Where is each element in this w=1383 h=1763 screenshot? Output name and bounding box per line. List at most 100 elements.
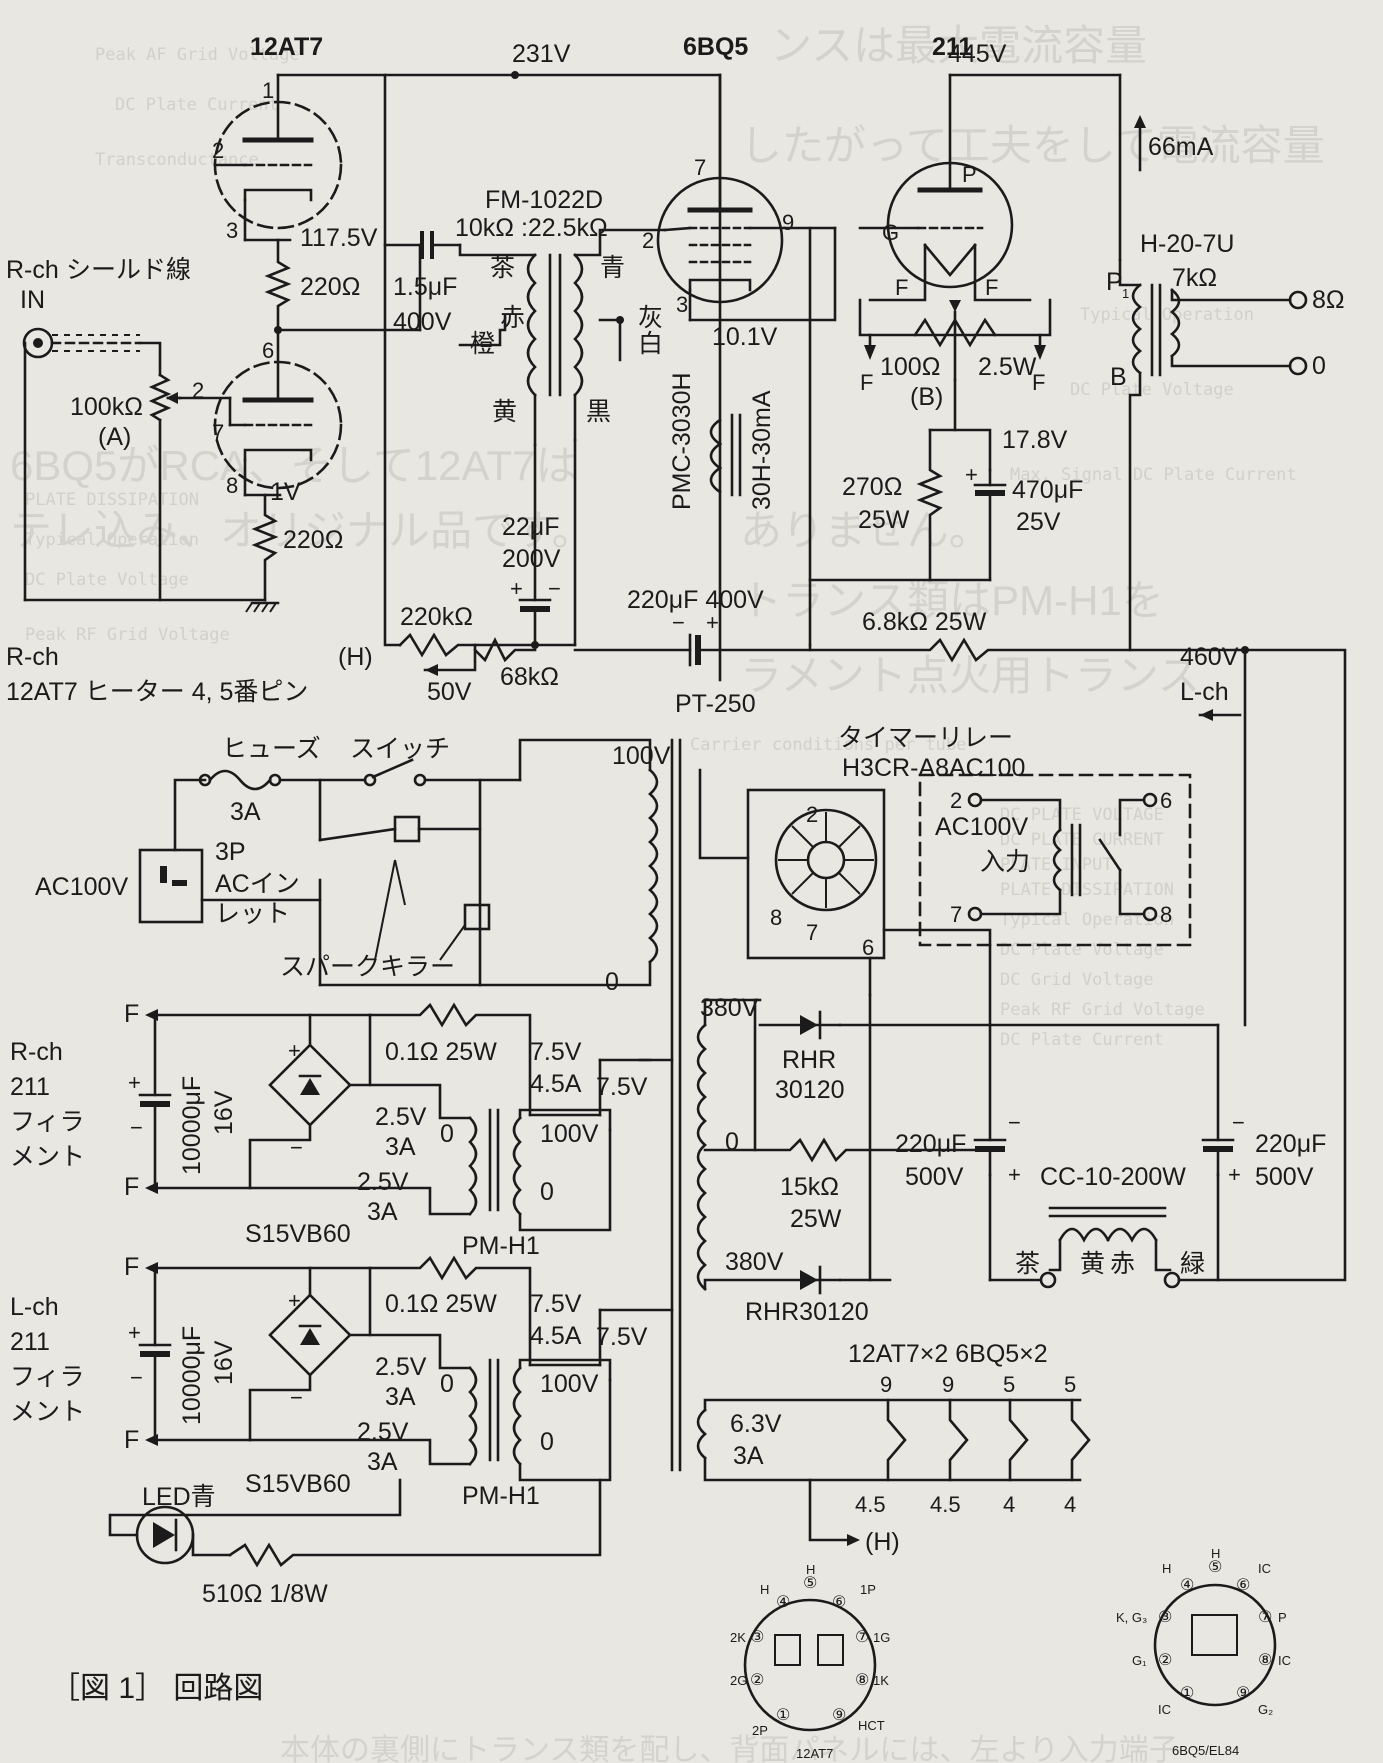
fil-r-2-5v-b: 2.5V <box>357 1168 409 1196</box>
bg-row: DC Plate Current <box>115 95 279 115</box>
svg-text:⑧: ⑧ <box>855 1672 869 1689</box>
svg-text:2: 2 <box>806 802 818 827</box>
svg-text:G₁: G₁ <box>1132 1653 1147 1668</box>
pt-primary-icon <box>648 768 659 964</box>
bridge-l-name: S15VB60 <box>245 1470 351 1498</box>
svg-text:3: 3 <box>676 292 688 317</box>
fil-r-4-5a: 4.5A <box>530 1070 582 1098</box>
pin7-label: 7 <box>212 420 224 445</box>
rhr-diode-b: RHR30120 <box>745 1298 869 1326</box>
svg-text:1G: 1G <box>873 1630 890 1645</box>
svg-text:6: 6 <box>862 935 874 960</box>
svg-text:−: − <box>1008 1110 1021 1135</box>
socket-12at7-label: 12AT7 <box>796 1746 833 1761</box>
choke2-icon-a <box>1058 1227 1110 1243</box>
resistor-0-1-r <box>368 1002 532 1117</box>
svg-text:⑤: ⑤ <box>803 1575 817 1592</box>
fil-r-100v: 100V <box>540 1120 599 1148</box>
choke-icon <box>709 418 723 494</box>
heater-h-label: (H) <box>338 643 373 671</box>
svg-text:F: F <box>860 370 873 395</box>
svg-text:IC: IC <box>1278 1653 1291 1668</box>
svg-text:1: 1 <box>1122 286 1129 301</box>
bg-jp: ンスは最大電流容量 <box>770 22 1147 69</box>
fil-l-ch: L-ch <box>10 1293 59 1321</box>
filament-icon <box>923 243 977 278</box>
wire-color-blue: 青 <box>600 254 625 282</box>
svg-text:+: + <box>288 1038 301 1063</box>
fil-l-7-5v-b: 7.5V <box>596 1323 648 1351</box>
wire-color-gray: 灰 <box>638 304 663 332</box>
pt-center-tap: 0 <box>725 1128 739 1156</box>
fil-r-fila: フィラ <box>10 1108 85 1136</box>
power-supply: PT-250 ヒューズ 3A スイッチ スパークキラー 3P ACイン レット … <box>35 648 1347 1556</box>
svg-text:K, G₃: K, G₃ <box>1116 1610 1147 1625</box>
plate1-to-rail <box>276 73 402 647</box>
fil-r-3a-a: 3A <box>385 1133 416 1161</box>
resistor-270-icon <box>916 428 944 582</box>
fil-r-211: 211 <box>10 1073 50 1101</box>
svg-text:+: + <box>288 1288 301 1313</box>
wire-color-black: 黒 <box>586 398 611 426</box>
pm-h1-l-name: PM-H1 <box>462 1482 540 1510</box>
pm-h1-r-icon <box>468 1108 522 1216</box>
volume-pot <box>148 373 172 422</box>
bg-row: PLATE DISSIPATION <box>1000 880 1174 900</box>
pm-h1-r-name: PM-H1 <box>462 1232 540 1260</box>
socket-12at7-icon <box>743 1598 877 1732</box>
choke2-red: 赤 <box>1110 1250 1135 1278</box>
svg-text:H: H <box>760 1582 769 1597</box>
socket-6bq5: ⑤ ④ ⑥ ③ ⑦ ② ⑧ ① ⑨ H H IC P K, G₃ G₁ IC I… <box>1116 1546 1291 1758</box>
svg-text:⑦: ⑦ <box>1258 1609 1272 1626</box>
svg-text:6: 6 <box>1160 788 1172 813</box>
r-510: 510Ω 1/8W <box>202 1580 328 1608</box>
pt-380v-b: 380V <box>725 1248 784 1276</box>
r-100-watt: 2.5W <box>978 353 1037 381</box>
fil-l-0-a: 0 <box>440 1370 454 1398</box>
bg-jp: ありません。 <box>740 507 991 554</box>
spark-killer-icon <box>393 815 421 843</box>
fil-l-f2: F <box>124 1426 139 1454</box>
tube-label-211: 211 <box>932 33 972 61</box>
cap-220uf-b-voltage: 500V <box>1255 1163 1314 1191</box>
interstage: 231V 1.5μF 400V FM-1022D 10kΩ :22.5kΩ 茶 … <box>6 40 722 706</box>
fil-r-f2: F <box>124 1173 139 1201</box>
heater-winding-icon <box>696 1408 707 1460</box>
svg-text:8: 8 <box>1160 902 1172 927</box>
svg-text:4.5: 4.5 <box>930 1492 961 1517</box>
svg-text:−: − <box>130 1115 143 1140</box>
svg-text:⑨: ⑨ <box>1236 1685 1250 1702</box>
svg-text:4: 4 <box>1003 1492 1015 1517</box>
heater-icon <box>1008 1398 1029 1482</box>
svg-text:H: H <box>1211 1546 1220 1561</box>
pt-name: PT-250 <box>675 690 756 718</box>
bg-row: Carrier conditions per tube <box>690 735 966 755</box>
pt-primary-0: 0 <box>605 968 619 996</box>
bg-row: DC Plate Voltage <box>25 570 189 590</box>
fil-l-2-5v-b: 2.5V <box>357 1418 409 1446</box>
bridge-r-name: S15VB60 <box>245 1220 351 1248</box>
svg-text:1P: 1P <box>860 1582 876 1597</box>
cap-220uf-400v: 220μF 400V <box>627 586 764 614</box>
svg-text:7: 7 <box>806 920 818 945</box>
pin2-label: 2 <box>212 138 224 163</box>
cap-10000uf-l: 10000μF <box>178 1326 206 1425</box>
svg-text:8: 8 <box>770 905 782 930</box>
relay-socket-icon <box>746 788 886 960</box>
cathode-resistor-2 <box>251 493 279 602</box>
spark-killer-label: スパークキラー <box>280 953 455 981</box>
r-6-8k: 6.8kΩ 25W <box>862 608 987 636</box>
svg-text:9: 9 <box>880 1372 892 1397</box>
r-220k: 220kΩ <box>400 603 473 631</box>
wire-color-yellow: 黄 <box>492 398 517 426</box>
svg-text:2: 2 <box>950 788 962 813</box>
pin3-label: 3 <box>226 218 238 243</box>
speaker-terminal-8 <box>1288 290 1308 310</box>
svg-text:IC: IC <box>1258 1561 1271 1576</box>
svg-text:H: H <box>806 1562 815 1577</box>
r-100-designator: (B) <box>910 383 943 411</box>
svg-text:+: + <box>128 1320 141 1345</box>
svg-text:P: P <box>1278 1610 1287 1625</box>
bg-jp: 本体の裏側にトランス類を配し、背面パネルには、左より入力端子 <box>280 1734 1179 1763</box>
resistor-220k <box>398 632 477 658</box>
